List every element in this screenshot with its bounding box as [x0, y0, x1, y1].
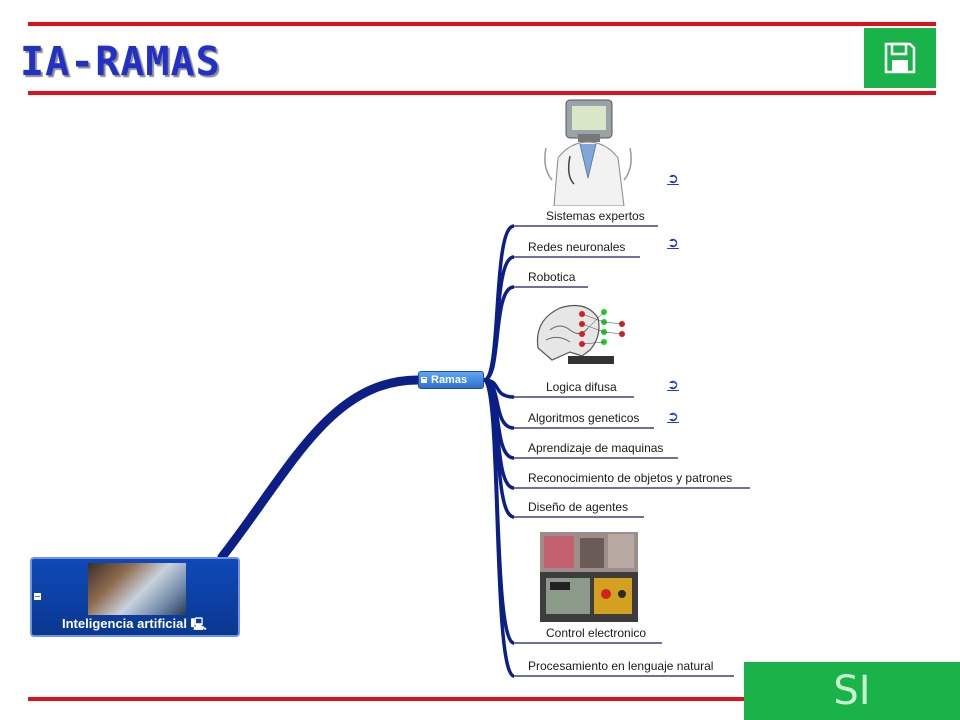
root-node[interactable]: − Inteligencia artificial 🖳: [30, 557, 240, 637]
computer-icon: 🖳: [190, 617, 207, 631]
si-button[interactable]: SI: [744, 662, 960, 720]
branch-label[interactable]: Procesamiento en lenguaje natural: [528, 659, 713, 673]
collapse-icon[interactable]: −: [421, 376, 427, 383]
control-panel-image: [540, 532, 638, 622]
link-icon[interactable]: ➲: [667, 377, 679, 393]
top-rule: [28, 22, 936, 26]
neural-brain-image: [530, 300, 630, 370]
branch-label[interactable]: Algoritmos geneticos: [528, 411, 639, 425]
link-icon[interactable]: ➲: [667, 409, 679, 425]
floppy-disk-icon: [884, 42, 916, 74]
branch-connector: [483, 285, 515, 382]
branch-label[interactable]: Sistemas expertos: [546, 209, 645, 223]
center-node[interactable]: − Ramas: [418, 371, 484, 389]
header-rule: [28, 91, 936, 95]
branch-label[interactable]: Robotica: [528, 270, 576, 284]
branch-label[interactable]: Control electronico: [546, 626, 646, 640]
page-title: IA-RAMAS: [20, 39, 221, 85]
center-node-label: Ramas: [431, 374, 468, 386]
branch-connector: [483, 378, 515, 519]
save-button[interactable]: [864, 28, 936, 88]
branch-label[interactable]: Reconocimiento de objetos y patrones: [528, 471, 732, 485]
connector-lines: [217, 224, 515, 678]
bottom-rule: [28, 697, 744, 701]
root-node-label: Inteligencia artificial 🖳: [62, 616, 207, 631]
branch-label[interactable]: Logica difusa: [546, 380, 617, 394]
branch-underlines: [514, 225, 750, 677]
root-connector: [217, 375, 423, 562]
branch-label[interactable]: Diseño de agentes: [528, 500, 628, 514]
branch-label[interactable]: Redes neuronales: [528, 240, 625, 254]
link-icon[interactable]: ➲: [667, 235, 679, 251]
doctor-robot-image: [540, 98, 636, 207]
collapse-icon[interactable]: −: [34, 592, 41, 601]
branch-label[interactable]: Aprendizaje de maquinas: [528, 441, 663, 455]
circuit-board-image: [88, 563, 186, 615]
branch-connector: [482, 378, 515, 678]
link-icon[interactable]: ➲: [667, 171, 679, 187]
